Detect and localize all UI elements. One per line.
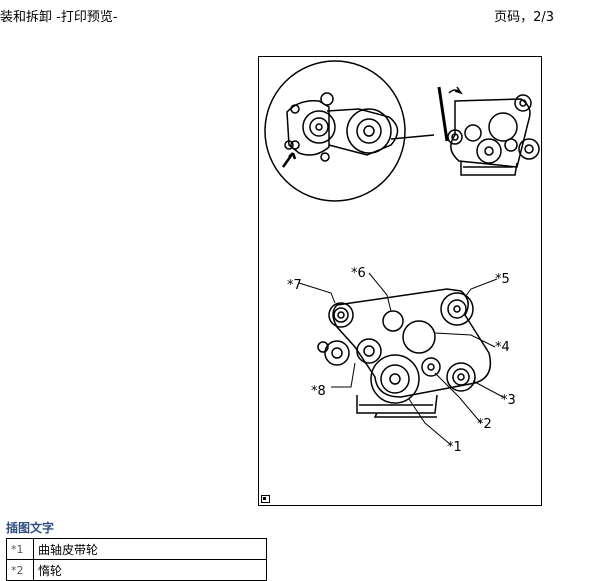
detail-zoom-circle (264, 60, 406, 202)
callout-1: *1 (447, 440, 462, 455)
legend-text: 曲轴皮带轮 (33, 538, 267, 560)
pulley-5 (440, 292, 474, 326)
callout-7: *7 (287, 278, 302, 293)
figure-badge-icon (261, 495, 270, 503)
page-indicator: 页码，2/3 (494, 10, 554, 25)
document-title: 装和拆卸 -打印预览- (0, 10, 118, 25)
engine-block (356, 394, 438, 414)
legend-key: *1 (6, 538, 34, 560)
pulley-7 (328, 302, 354, 328)
legend-text: 惰轮 (33, 559, 267, 581)
detail-belt (326, 108, 399, 156)
pulley-6 (382, 310, 404, 332)
callout-2: *2 (477, 417, 492, 432)
callout-8: *8 (311, 384, 326, 399)
pulley-3 (446, 362, 476, 392)
pulley-2 (421, 357, 441, 377)
callout-4: *4 (495, 340, 510, 355)
pulley-8 (324, 340, 350, 366)
callout-5: *5 (495, 272, 510, 287)
legend-row: *2 惰轮 (6, 559, 267, 581)
main-belt (332, 288, 492, 398)
tensioner-bracket (286, 99, 330, 156)
callout-3: *3 (501, 393, 516, 408)
legend-row: *1 曲轴皮带轮 (6, 538, 267, 560)
legend-key: *2 (6, 559, 34, 581)
legend-title: 插图文字 (6, 521, 55, 535)
belt-diagram-figure: *1 *2 *3 *4 *5 *6 *7 *8 (258, 56, 542, 506)
belt-diagram-illustration: *1 *2 *3 *4 *5 *6 *7 *8 (264, 60, 540, 455)
push-arrow-icon (281, 152, 297, 168)
callout-6: *6 (351, 266, 366, 281)
pulley-4 (402, 320, 436, 354)
crankshaft-pulley (370, 354, 420, 404)
legend-table: *1 曲轴皮带轮 *2 惰轮 (6, 538, 267, 581)
wrench-tool (437, 86, 449, 142)
